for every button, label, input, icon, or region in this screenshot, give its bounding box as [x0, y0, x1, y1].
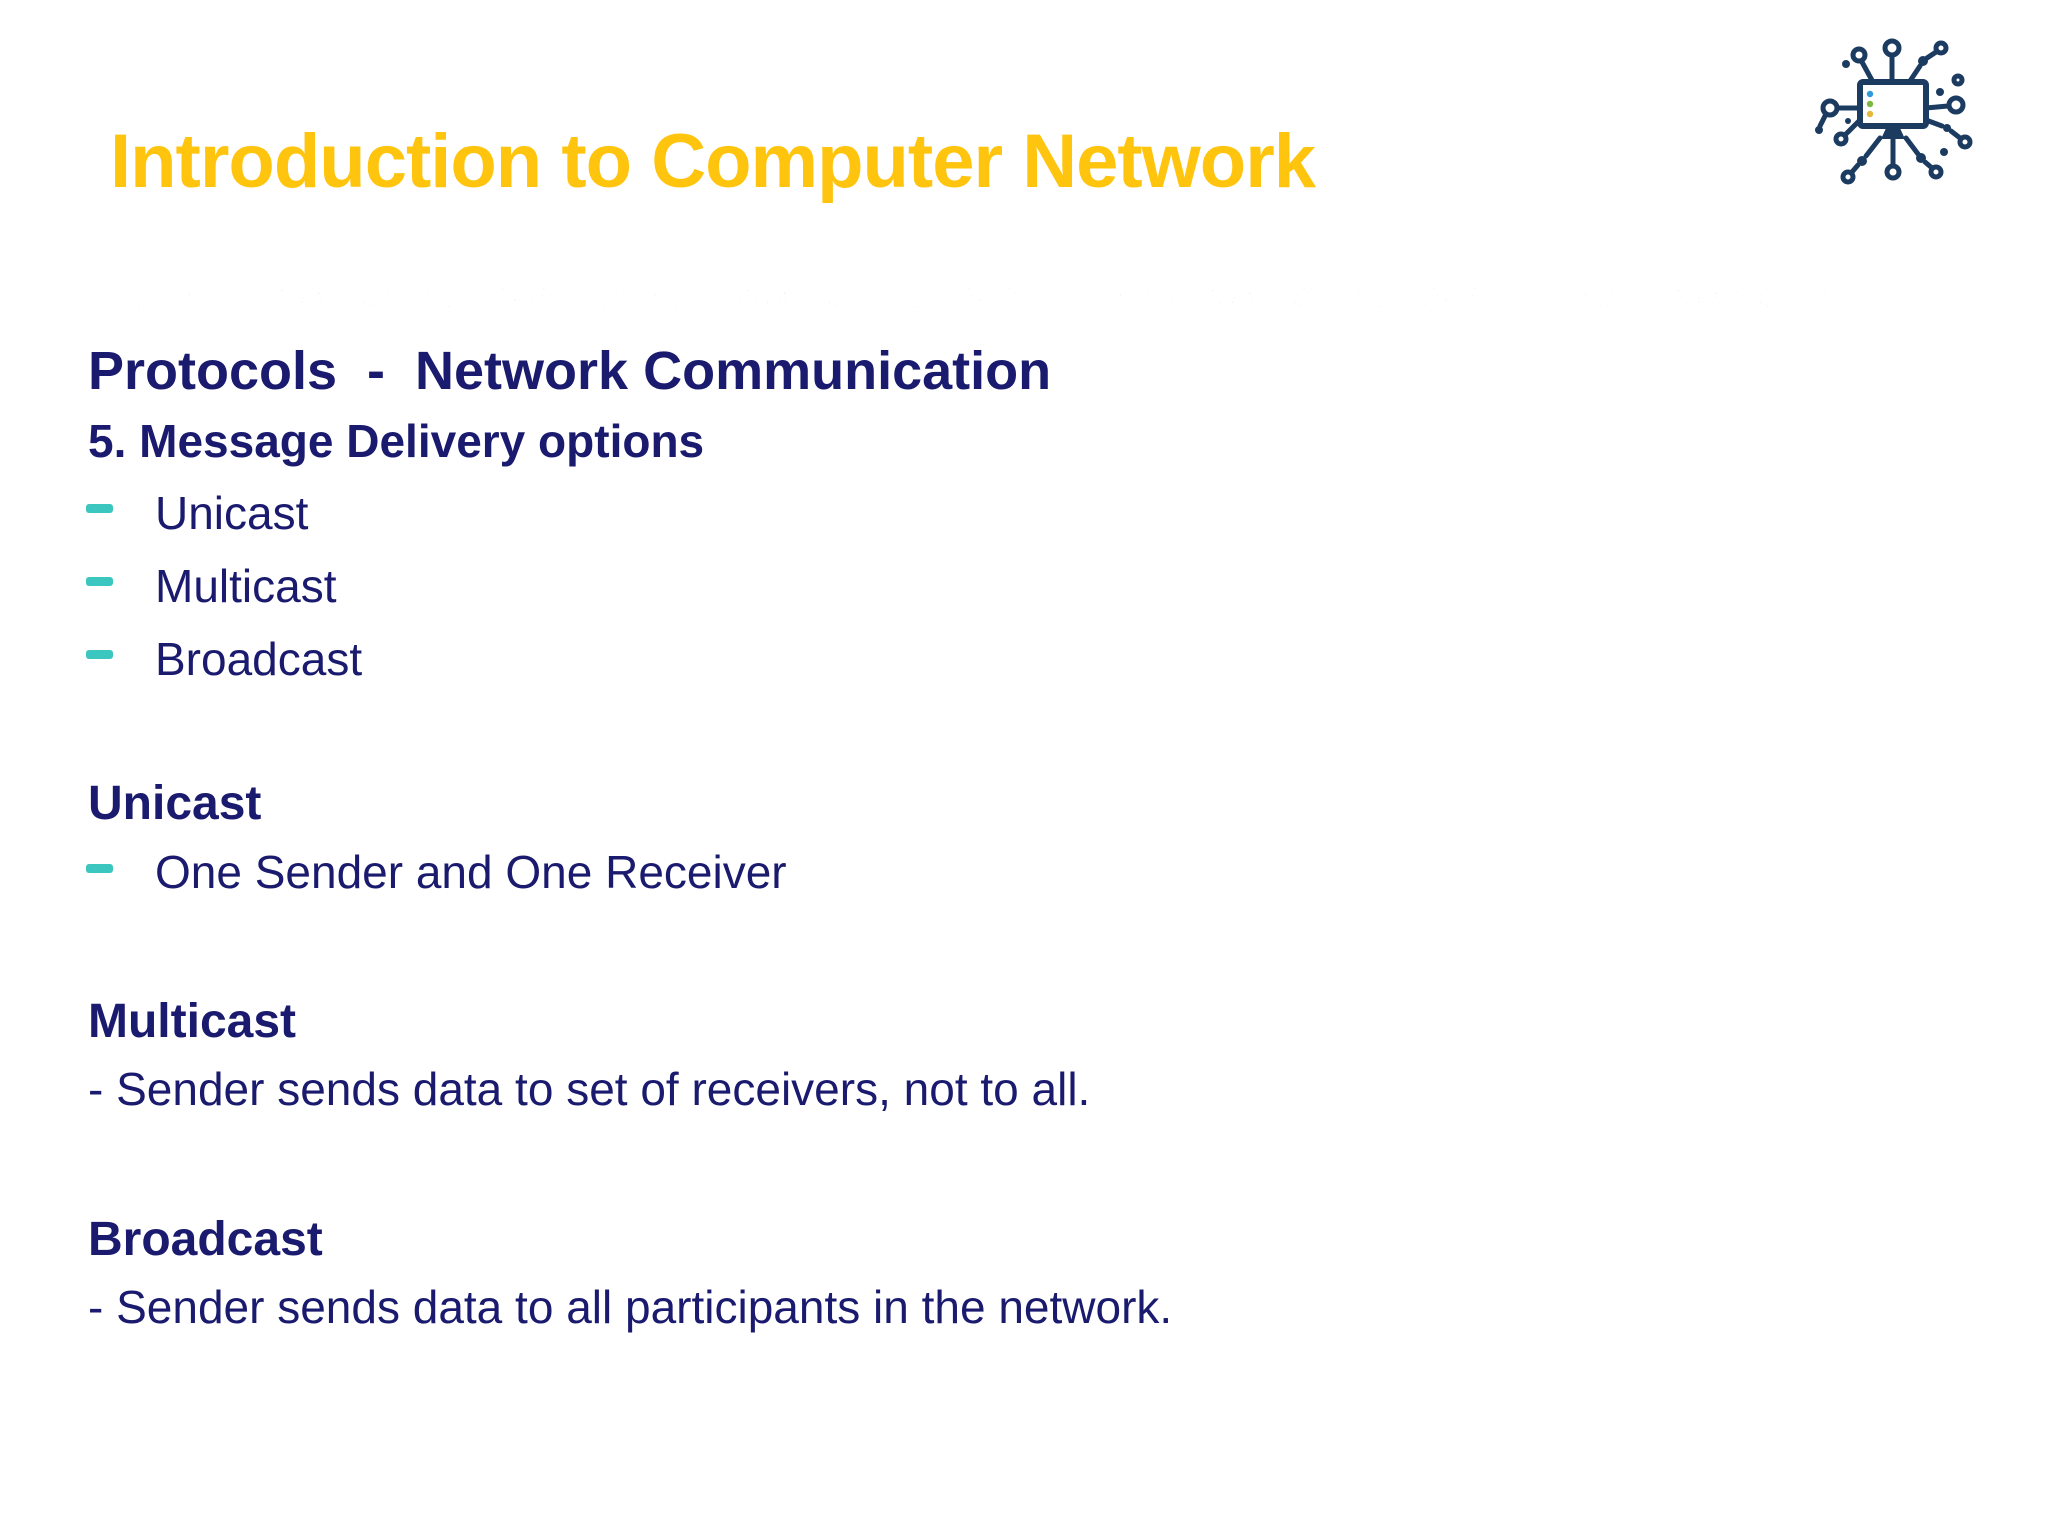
dash-bullet-icon — [86, 650, 113, 659]
textured-divider — [120, 288, 1827, 308]
option-label: Broadcast — [155, 632, 363, 685]
list-item: One Sender and One Receiver — [86, 842, 787, 902]
subsection-heading: 5. Message Delivery options — [88, 415, 705, 467]
unicast-description: One Sender and One Receiver — [155, 846, 787, 898]
unicast-heading: Unicast — [88, 777, 262, 830]
section-heading: Protocols - Network Communication — [88, 341, 1052, 401]
dash-bullet-icon — [86, 577, 113, 586]
option-label: Unicast — [155, 486, 309, 539]
multicast-description: - Sender sends data to set of receivers,… — [88, 1063, 1091, 1115]
multicast-heading: Multicast — [88, 995, 297, 1048]
dash-bullet-icon — [86, 504, 113, 513]
list-item: Multicast — [86, 549, 362, 622]
delivery-options-list: Unicast Multicast Broadcast — [86, 476, 362, 695]
list-item: Unicast — [86, 476, 362, 549]
broadcast-description: - Sender sends data to all participants … — [88, 1281, 1173, 1333]
list-item: Broadcast — [86, 622, 362, 695]
broadcast-heading: Broadcast — [88, 1213, 323, 1266]
slide-title: Introduction to Computer Network — [110, 119, 1316, 204]
computer-network-logo — [1815, 38, 1973, 185]
dash-bullet-icon — [86, 863, 113, 873]
option-label: Multicast — [155, 559, 337, 612]
